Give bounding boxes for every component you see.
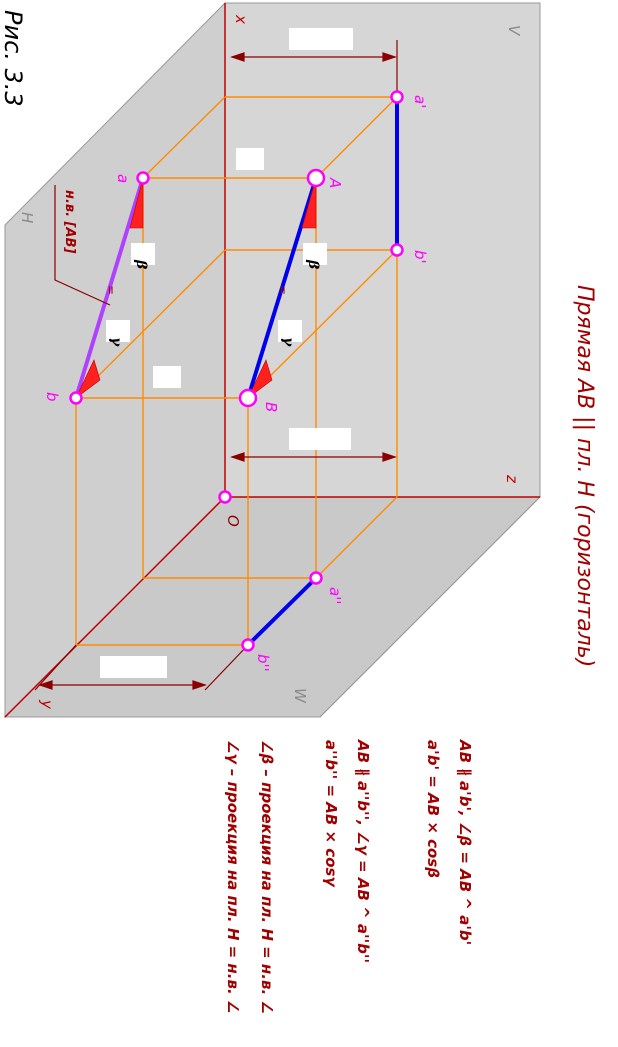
figure-label: Рис. 3.3 [0, 10, 27, 107]
plane-label-w: W [291, 688, 309, 704]
note-3: AB ∦ a''b'', ∠γ = AB ^ a''b'' [354, 739, 372, 963]
point-label-a1: a' [411, 95, 429, 108]
dimension-lines [34, 40, 398, 691]
note-1: AB ∦ a'b', ∠β = AB ^ a'b' [456, 739, 474, 945]
points [69, 90, 404, 652]
point-label-b: b [43, 392, 61, 402]
plane-label-v: V [505, 25, 523, 37]
point-label-a: a [114, 174, 132, 183]
axis-y [4, 496, 226, 718]
parallel-mark-ab: = [104, 285, 118, 295]
note-6: ∠γ – проекция на пл. H = н.в. ∠ [224, 740, 242, 1013]
beta-label-ab: β [133, 259, 149, 270]
angle-fans [75, 177, 317, 399]
note-4: a''b'' = AB × cosγ [322, 740, 340, 888]
note-5: ∠β – проекция на пл. H = н.в. ∠ [258, 740, 276, 1014]
gamma-label-AB: γ [280, 337, 296, 347]
segment-a2-b2 [246, 576, 318, 647]
point-label-b1: b' [411, 250, 429, 264]
true-size-label: н.в. [AB] [62, 190, 77, 254]
segment-ab-true-size [74, 177, 145, 399]
point-label-A: A [326, 177, 344, 188]
note-2: a'b' = AB × cosβ [424, 740, 442, 878]
segment-AB [246, 177, 318, 399]
box-edge [319, 496, 541, 718]
plane-label-h: H [18, 212, 36, 223]
point-label-B: B [262, 402, 280, 412]
axis-label-x: x [232, 14, 250, 24]
axis-label-y: y [38, 699, 56, 710]
origin-label: O [224, 515, 242, 527]
parallel-mark-AB: = [276, 285, 290, 295]
diagram-title: Прямая AB || пл. H (горизонталь) [572, 285, 597, 667]
angle-boxes [106, 243, 327, 342]
gamma-label-ab: γ [108, 337, 124, 347]
blank-labels [100, 28, 353, 678]
true-size-leader [54, 185, 111, 306]
point-label-b2: b'' [254, 654, 272, 672]
point-label-a2: a'' [326, 587, 344, 604]
axis-label-z: z [503, 474, 521, 484]
beta-label-AB: β [305, 259, 321, 270]
